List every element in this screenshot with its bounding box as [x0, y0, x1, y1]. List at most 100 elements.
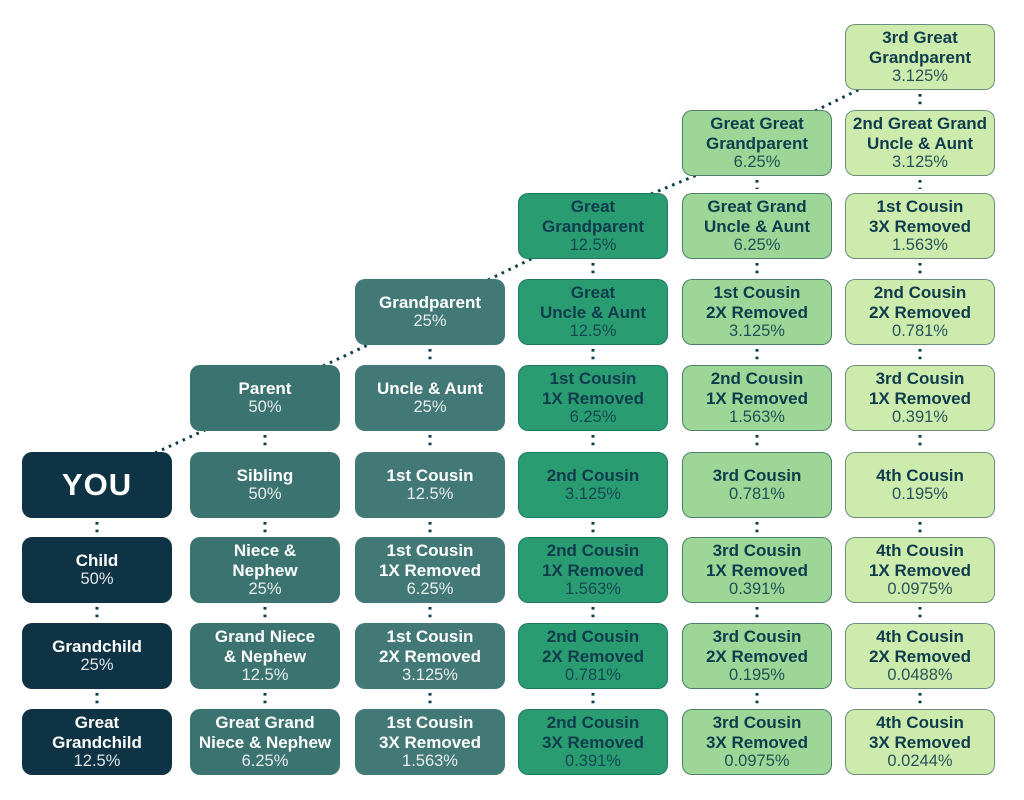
shared-dna-percentage: 0.195% — [729, 665, 785, 684]
shared-dna-percentage: 25% — [413, 398, 447, 417]
shared-dna-percentage: 25% — [248, 579, 282, 598]
relationship-name: 1st Cousin 3X Removed — [868, 197, 972, 236]
shared-dna-percentage: 0.391% — [729, 579, 785, 598]
shared-dna-percentage: 0.781% — [892, 321, 948, 340]
shared-dna-percentage: 6.25% — [733, 235, 781, 254]
diagonal-connector — [322, 342, 371, 368]
diagonal-connector — [154, 428, 206, 455]
shared-dna-percentage: 0.391% — [565, 751, 621, 770]
shared-dna-percentage: 25% — [413, 312, 447, 331]
diagonal-connector — [650, 173, 698, 196]
shared-dna-percentage: 3.125% — [892, 66, 948, 85]
shared-dna-percentage: 12.5% — [569, 235, 617, 254]
relationship-name: 2nd Cousin 1X Removed — [705, 369, 809, 408]
shared-dna-percentage: 50% — [80, 570, 114, 589]
shared-dna-percentage: 25% — [80, 656, 114, 675]
shared-dna-percentage: 1.563% — [402, 751, 458, 770]
shared-dna-percentage: 3.125% — [729, 321, 785, 340]
relationship-name: 4th Cousin 2X Removed — [868, 627, 972, 666]
relationship-name: Grand Niece & Nephew — [214, 627, 316, 666]
relationship-name: Great Grand Uncle & Aunt — [703, 197, 811, 236]
relationship-name: 3rd Cousin — [712, 465, 802, 485]
relationship-name: 3rd Cousin 2X Removed — [705, 627, 809, 666]
relationship-name: Grandchild — [52, 636, 142, 656]
relationship-name: YOU — [61, 467, 133, 503]
shared-dna-percentage: 6.25% — [733, 152, 781, 171]
shared-dna-percentage: 1.563% — [892, 235, 948, 254]
relationship-name: Sibling — [236, 465, 294, 485]
relationship-name: 1st Cousin — [386, 465, 474, 485]
relationship-name: Great Grandparent — [541, 197, 645, 236]
diagonal-connector — [487, 256, 534, 282]
shared-dna-percentage: 0.781% — [729, 485, 785, 504]
relationship-name: 4th Cousin 1X Removed — [868, 541, 972, 580]
relationship-name: 3rd Great Grandparent — [868, 28, 972, 67]
shared-dna-percentage: 0.781% — [565, 665, 621, 684]
relationship-name: 1st Cousin 2X Removed — [378, 627, 482, 666]
relationship-name: 2nd Cousin 2X Removed — [868, 283, 972, 322]
relationship-name: 3rd Cousin 1X Removed — [868, 369, 972, 408]
shared-dna-percentage: 12.5% — [569, 321, 617, 340]
shared-dna-percentage: 1.563% — [565, 579, 621, 598]
shared-dna-percentage: 3.125% — [565, 485, 621, 504]
relationship-name: Niece & Nephew — [232, 541, 298, 580]
shared-dna-percentage: 50% — [248, 398, 282, 417]
shared-dna-percentage: 3.125% — [402, 665, 458, 684]
relationship-name: Child — [75, 550, 119, 570]
shared-dna-percentage: 6.25% — [406, 579, 454, 598]
relationship-name: Grandparent — [378, 292, 482, 312]
shared-dna-percentage: 3.125% — [892, 152, 948, 171]
shared-dna-percentage: 0.391% — [892, 407, 948, 426]
shared-dna-percentage: 6.25% — [241, 751, 289, 770]
relationship-name: Uncle & Aunt — [376, 378, 484, 398]
shared-dna-percentage: 12.5% — [406, 485, 454, 504]
relationship-name: 1st Cousin 3X Removed — [378, 713, 482, 752]
shared-dna-percentage: 12.5% — [73, 751, 121, 770]
relationship-name: 3rd Cousin 3X Removed — [705, 713, 809, 752]
shared-dna-percentage: 0.0244% — [887, 751, 953, 770]
shared-dna-percentage: 50% — [248, 485, 282, 504]
relationship-name: 2nd Cousin 1X Removed — [541, 541, 645, 580]
relationship-name: 4th Cousin — [876, 465, 964, 485]
relationship-name: 1st Cousin 2X Removed — [705, 283, 809, 322]
shared-dna-percentage: 12.5% — [241, 665, 289, 684]
relationship-name: Great Great Grandparent — [705, 114, 809, 153]
relationship-name: Great Uncle & Aunt — [539, 283, 647, 322]
shared-dna-percentage: 0.195% — [892, 485, 948, 504]
relationship-name: 1st Cousin 1X Removed — [541, 369, 645, 408]
